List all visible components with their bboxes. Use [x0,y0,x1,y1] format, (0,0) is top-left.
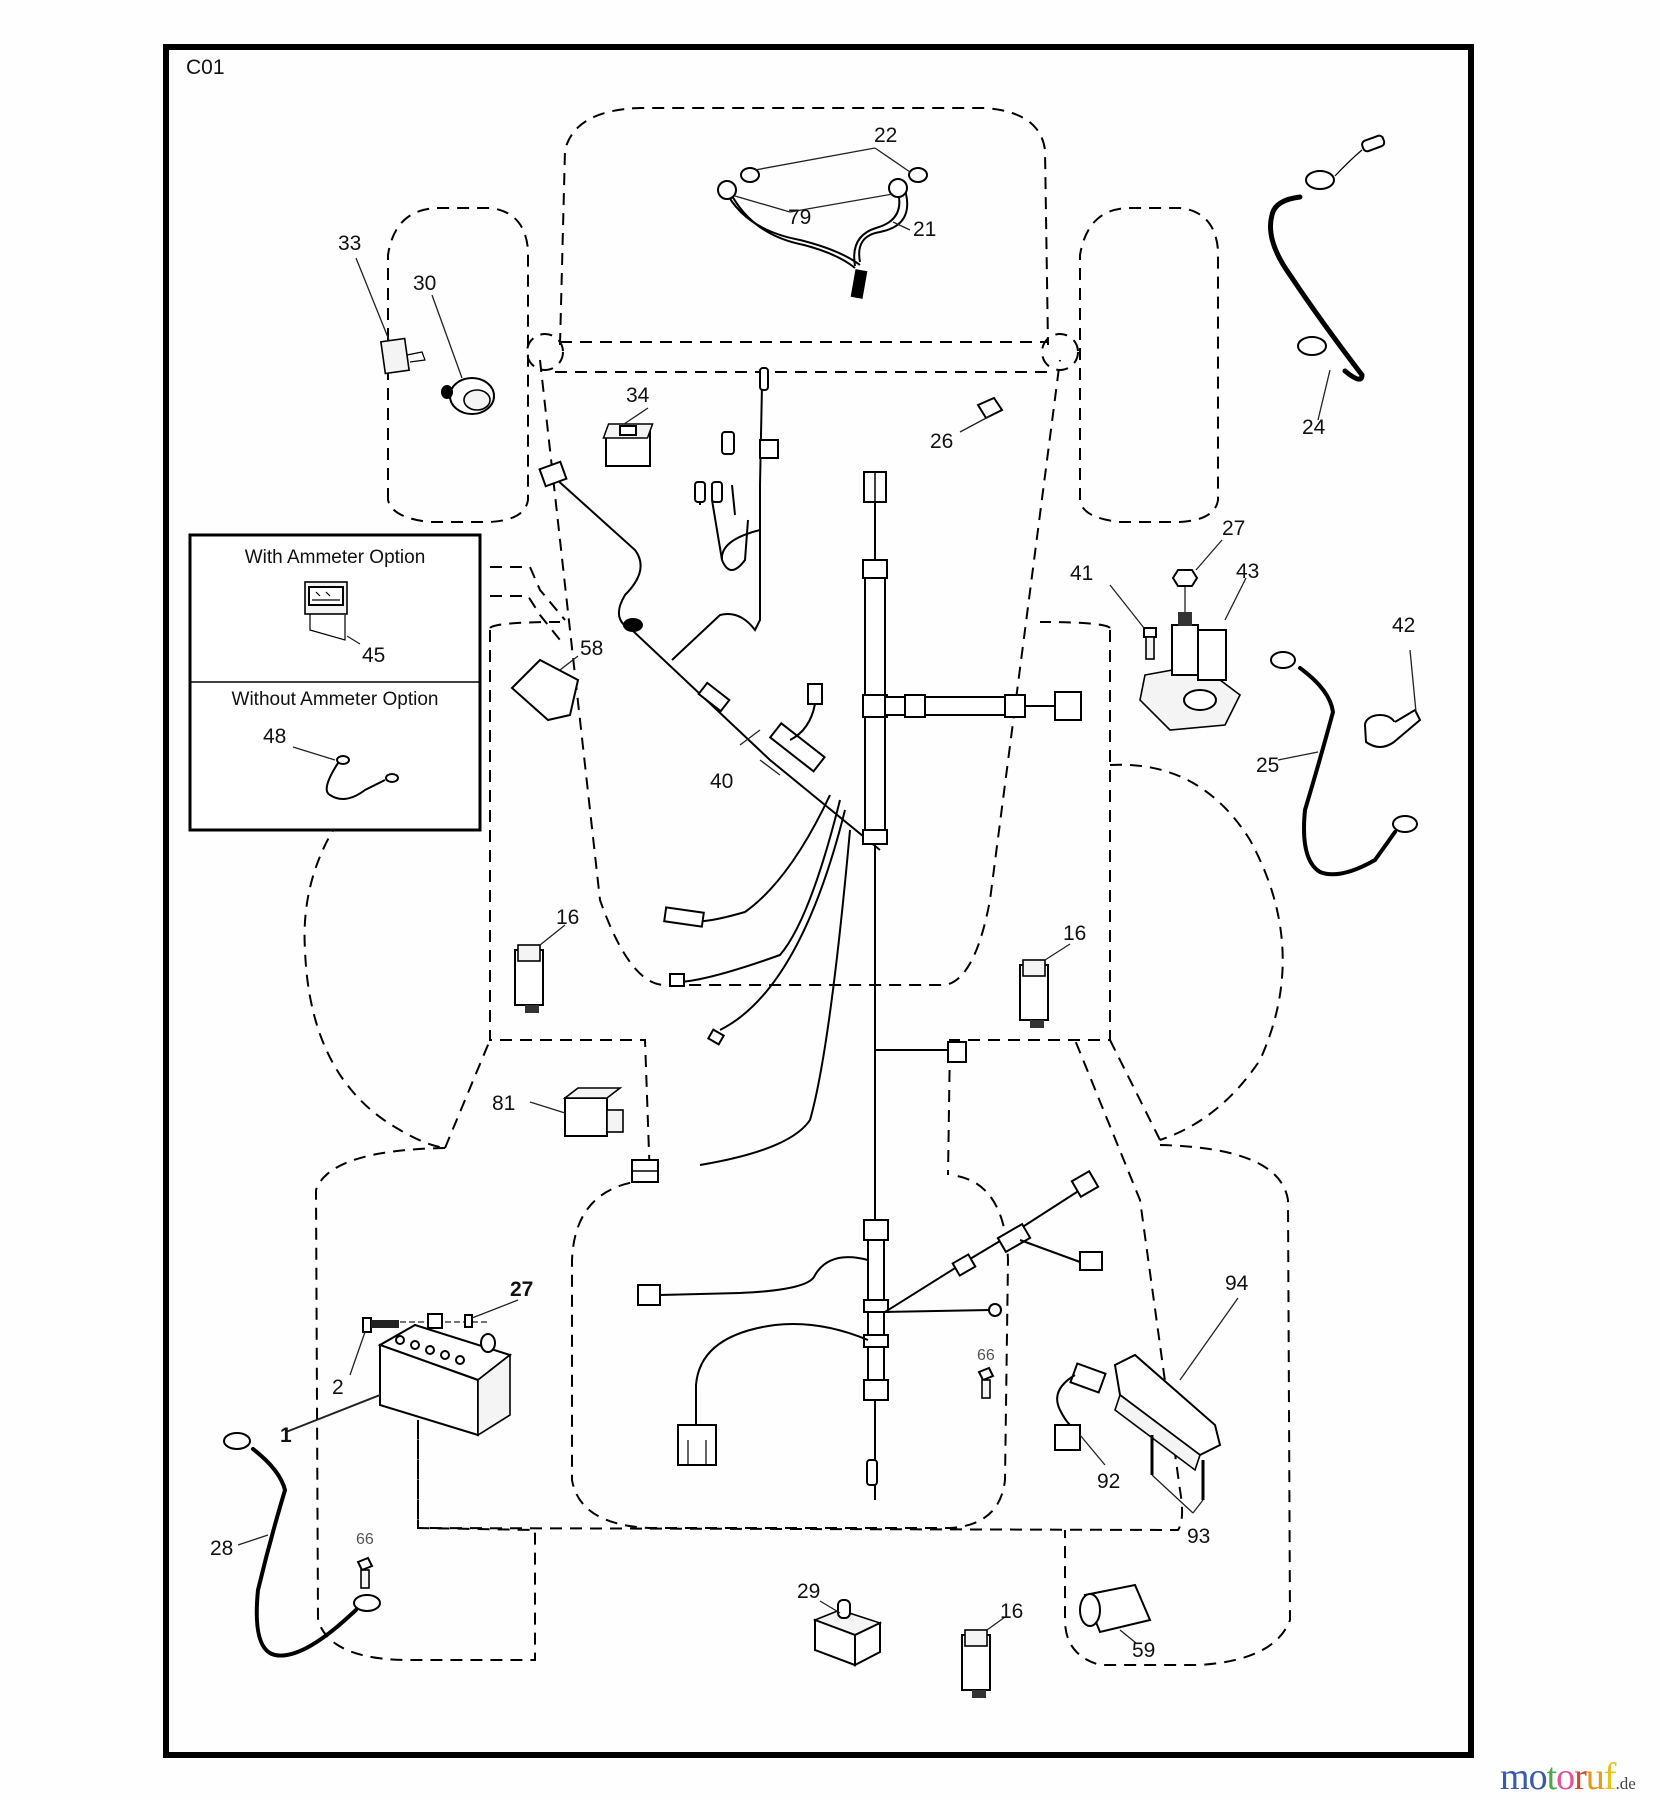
ignition-switch-icon [431,294,495,415]
part-label-42: 42 [1392,614,1415,637]
part-label-16c: 16 [1000,1600,1023,1623]
part-label-43: 43 [1236,560,1259,583]
watermark-suffix: .de [1615,1774,1636,1793]
plunger-switch-icon [812,1599,883,1667]
with-ammeter-label: With Ammeter Option [245,547,426,568]
interlock-switch-16a-icon [514,924,566,1013]
part-label-22: 22 [874,124,897,147]
main-wiring-harness [538,367,1103,1500]
terminal-boot-icon [1364,649,1422,748]
ground-cable-24-icon [1267,134,1386,421]
part-label-58: 58 [580,637,603,660]
part-label-16a: 16 [556,906,579,929]
part-label-29: 29 [797,1580,820,1603]
bolt-41-icon [1109,584,1157,660]
part-label-25: 25 [1256,754,1279,777]
part-label-27: 27 [1222,517,1245,540]
screw-66a-icon [356,1556,374,1589]
watermark-letter: r [1574,1756,1587,1798]
ignition-key-icon [355,257,426,375]
watermark-letter: f [1603,1756,1617,1798]
part-label-92: 92 [1097,1470,1120,1493]
solenoid-icon [1139,539,1247,731]
diagram-code: C01 [186,56,225,79]
watermark-letter: o [1528,1756,1548,1798]
headlight-assembly [717,147,928,299]
relay-icon [529,1087,624,1137]
part-label-24: 24 [1302,416,1326,439]
jumper-wire-icon [292,746,399,800]
part-label-48: 48 [263,725,286,748]
part-label-81: 81 [492,1092,515,1115]
part-label-66a: 66 [356,1531,374,1548]
watermark-letter: m [1500,1756,1530,1798]
part-label-59: 59 [1132,1639,1155,1662]
rocker-switch-icon [602,407,654,467]
part-label-66b: 66 [977,1347,995,1364]
fuse-icon [959,396,1004,433]
without-ammeter-label: Without Ammeter Option [232,689,439,710]
screws-93-icon [1150,1435,1205,1514]
screw-66b-icon [977,1366,995,1399]
battery-ground-cable-icon [223,1432,381,1658]
connector-92-icon [1054,1362,1107,1466]
part-label-94: 94 [1225,1272,1249,1295]
switch-assembly-94-icon [1113,1297,1239,1472]
part-label-93: 93 [1187,1525,1210,1548]
motoruf-watermark[interactable]: motoruf.de [1500,1755,1636,1799]
part-label-41: 41 [1070,562,1093,585]
part-label-21: 21 [913,218,936,241]
module-icon [510,655,580,722]
part-label-26: 26 [930,430,953,453]
ammeter-icon [304,581,361,645]
part-label-28: 28 [210,1537,233,1560]
battery-bolt-icon [349,1299,519,1376]
watermark-letter: u [1585,1756,1605,1798]
solenoid-cable-25-icon [1270,651,1418,877]
part-label-34: 34 [626,384,650,407]
capacitor-icon [1079,1583,1152,1644]
part-label-1: 1 [280,1424,292,1447]
watermark-letter: t [1546,1756,1558,1798]
battery-icon [285,1323,513,1437]
chassis-outline [303,107,1292,1666]
part-label-16b: 16 [1063,922,1086,945]
part-label-30: 30 [413,272,436,295]
ammeter-option-box: With Ammeter Option 45 Without Ammeter O… [188,533,482,832]
interlock-switch-16c-icon [961,1616,1006,1698]
part-label-33: 33 [338,232,361,255]
part-label-40: 40 [710,770,733,793]
part-label-45: 45 [362,644,385,667]
part-label-27b: 27 [510,1278,533,1301]
watermark-letter: o [1556,1756,1575,1798]
part-label-79: 79 [788,206,811,229]
interlock-switch-16b-icon [1019,943,1071,1028]
part-label-2: 2 [332,1376,344,1399]
diagram-frame [163,44,1474,1758]
